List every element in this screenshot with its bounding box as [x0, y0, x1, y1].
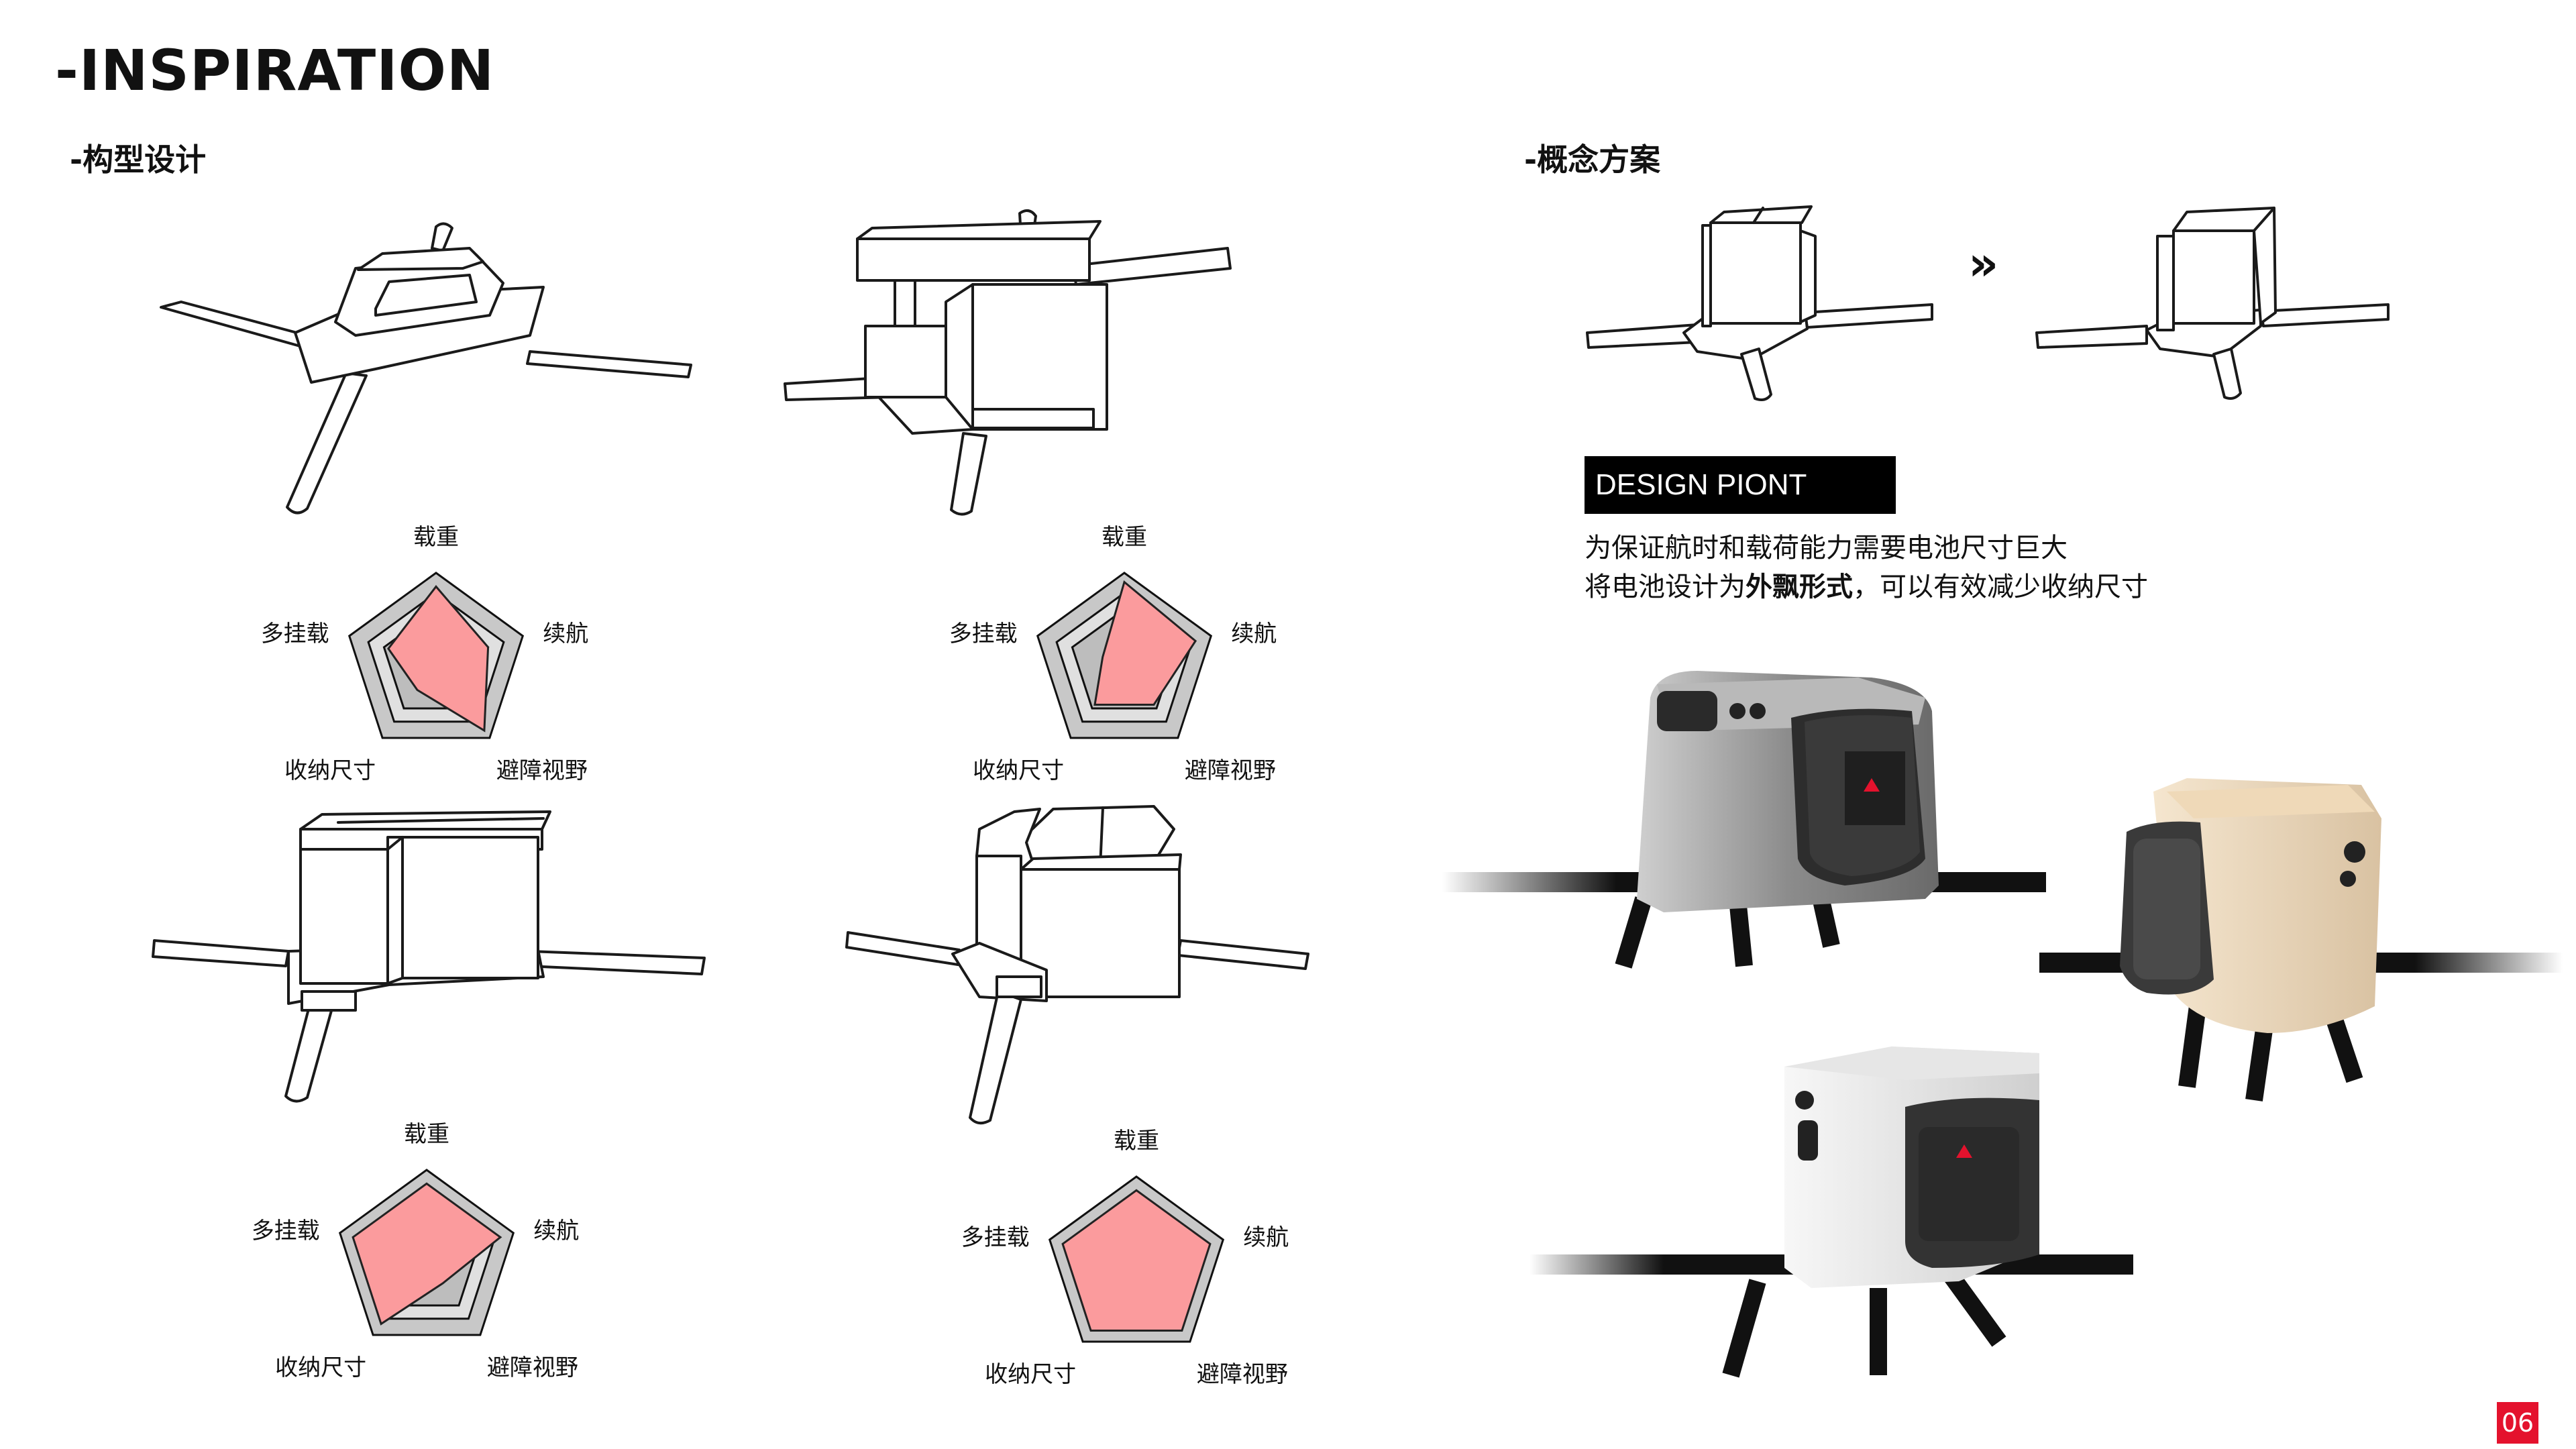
radar-axis-label: 收纳尺寸 [973, 757, 1064, 784]
desc-text-pre: 将电池设计为 [1585, 572, 1746, 602]
radar-axis-label: 多挂载 [949, 621, 1018, 647]
radar-axis-label: 载重 [1114, 1128, 1159, 1155]
drone-sketch-1 [154, 208, 704, 523]
arrow-chevron-icon: » [1968, 236, 1998, 291]
radar-axis-label: 续航 [543, 621, 588, 647]
page-title: -INSPIRATION [55, 38, 495, 103]
render-beige-drone [2039, 765, 2563, 1114]
radar-axis-label: 续航 [533, 1218, 579, 1244]
section-title-concept: -概念方案 [1524, 142, 1661, 178]
radar-axis-label: 续航 [1243, 1224, 1289, 1251]
radar-axis-label: 收纳尺寸 [275, 1354, 366, 1381]
design-description-line-1: 为保证航时和载荷能力需要电池尺寸巨大 [1585, 533, 2068, 564]
render-dark-drone [1442, 657, 2046, 979]
radar-axis-label: 收纳尺寸 [284, 757, 376, 784]
radar-value-polygon [1061, 1189, 1212, 1332]
radar-axis-label: 避障视野 [1185, 757, 1276, 784]
concept-drone-before [1583, 199, 1933, 413]
radar-axis-label: 避障视野 [496, 757, 588, 784]
design-point-badge: DESIGN PIONT [1585, 456, 1896, 514]
radar-axis-label: 收纳尺寸 [985, 1361, 1076, 1388]
desc-text-bold: 外飘形式 [1746, 572, 1853, 602]
radar-axis-label: 避障视野 [1197, 1361, 1288, 1388]
radar-axis-label: 载重 [413, 524, 459, 551]
radar-value-polygon [387, 585, 490, 733]
radar-value-polygon [352, 1182, 502, 1326]
radar-axis-label: 载重 [1102, 524, 1147, 551]
radar-axis-label: 多挂载 [261, 621, 329, 647]
drone-sketch-4 [845, 802, 1315, 1131]
desc-text-post: ，可以有效减少收纳尺寸 [1853, 572, 2148, 602]
radar-axis-label: 避障视野 [487, 1354, 578, 1381]
radar-axis-label: 多挂载 [252, 1218, 320, 1244]
concept-drone-after [2033, 199, 2395, 413]
drone-sketch-2 [778, 201, 1248, 523]
radar-axis-label: 载重 [404, 1121, 449, 1148]
radar-axis-label: 续航 [1231, 621, 1277, 647]
drone-sketch-3 [148, 802, 711, 1111]
render-white-drone [1529, 1026, 2133, 1389]
radar-value-polygon [1093, 580, 1197, 706]
radar-axis-label: 多挂载 [961, 1224, 1030, 1251]
design-description-line-2: 将电池设计为外飘形式，可以有效减少收纳尺寸 [1585, 565, 2148, 604]
section-title-form-design: -构型设计 [70, 142, 207, 178]
page-number: 06 [2497, 1402, 2538, 1444]
